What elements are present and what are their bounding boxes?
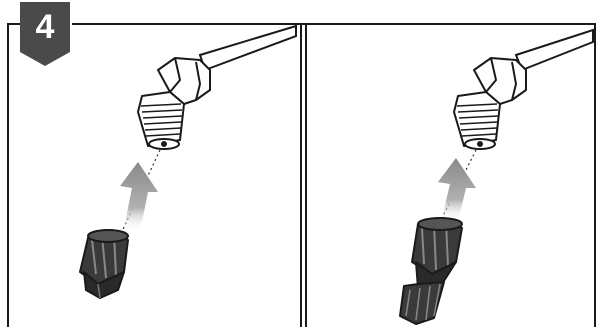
elbow-connector-icon [453,57,527,150]
step-number: 4 [35,8,55,46]
left-panel [79,24,297,299]
panel-frame [7,23,596,327]
right-panel [399,28,594,325]
elbow-connector-icon [137,57,211,150]
hose [198,24,297,72]
up-arrow-icon [438,158,476,222]
hose [514,28,594,72]
panel-divider [300,24,307,327]
up-arrow-icon [120,162,158,232]
step-badge [20,2,70,66]
nozzle-icon [79,229,129,299]
nozzle-icon [399,217,463,325]
guide-line [117,149,161,241]
